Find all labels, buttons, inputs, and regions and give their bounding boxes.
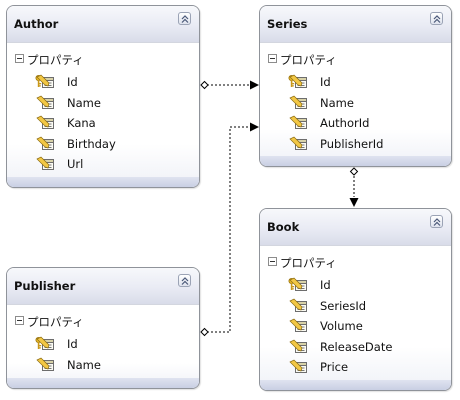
minus-box-icon[interactable]: [268, 54, 277, 63]
entity-footer: [260, 380, 451, 390]
property-icon: [289, 359, 307, 374]
property-icon: [289, 95, 307, 109]
property-icon: [36, 115, 54, 130]
series-book-association: [349, 167, 359, 207]
property-name: Name: [67, 357, 101, 372]
property-name: Price: [320, 360, 349, 375]
property-name: Volume: [320, 319, 363, 334]
property-name: Id: [320, 75, 331, 89]
property-name: Url: [67, 157, 84, 172]
property-name: AuthorId: [320, 116, 370, 131]
key-property-icon: [35, 336, 54, 350]
property-icon: [36, 357, 54, 371]
section-label: プロパティ: [27, 53, 84, 67]
publisher-series-association: [200, 122, 259, 337]
entity-header[interactable]: Book: [260, 209, 451, 246]
entity-title: Publisher: [14, 279, 76, 293]
entity-title: Book: [267, 220, 300, 234]
section-label: プロパティ: [280, 256, 337, 270]
section-label: プロパティ: [27, 315, 84, 329]
property-icon: [289, 339, 307, 353]
entity-footer: [260, 156, 451, 166]
collapse-button[interactable]: [178, 12, 191, 25]
property-icon: [289, 318, 307, 333]
entity-footer: [7, 177, 199, 187]
property-icon: [36, 156, 54, 171]
property-name: Id: [67, 337, 78, 351]
collapse-button[interactable]: [430, 215, 443, 228]
entity-header[interactable]: Publisher: [7, 268, 199, 305]
property-icon: [289, 136, 307, 150]
minus-box-icon[interactable]: [15, 316, 24, 325]
property-name: Kana: [67, 116, 96, 131]
minus-box-icon[interactable]: [15, 54, 24, 63]
double-chevron-up-icon: [433, 218, 441, 226]
property-name: Id: [67, 75, 78, 89]
property-name: PublisherId: [320, 136, 384, 151]
section-label: プロパティ: [280, 53, 337, 67]
author-series-association: [200, 80, 259, 90]
property-name: Id: [320, 278, 331, 292]
property-name: Name: [67, 95, 101, 110]
key-property-icon: [288, 74, 307, 88]
entity-title: Series: [267, 17, 308, 31]
entity-header[interactable]: Series: [260, 6, 451, 43]
collapse-button[interactable]: [430, 12, 443, 25]
property-name: ReleaseDate: [320, 339, 393, 354]
property-icon: [289, 298, 307, 312]
key-property-icon: [35, 74, 54, 88]
key-property-icon: [288, 277, 307, 291]
double-chevron-up-icon: [181, 15, 189, 23]
collapse-button[interactable]: [178, 274, 191, 287]
property-name: SeriesId: [320, 298, 367, 313]
property-icon: [36, 136, 54, 150]
double-chevron-up-icon: [181, 277, 189, 285]
entity-header[interactable]: Author: [7, 6, 199, 43]
property-icon: [36, 95, 54, 109]
entity-title: Author: [14, 17, 59, 31]
property-name: Name: [320, 95, 354, 110]
property-icon: [289, 115, 307, 130]
property-name: Birthday: [67, 136, 116, 151]
entity-footer: [7, 378, 199, 388]
double-chevron-up-icon: [433, 15, 441, 23]
minus-box-icon[interactable]: [268, 257, 277, 266]
